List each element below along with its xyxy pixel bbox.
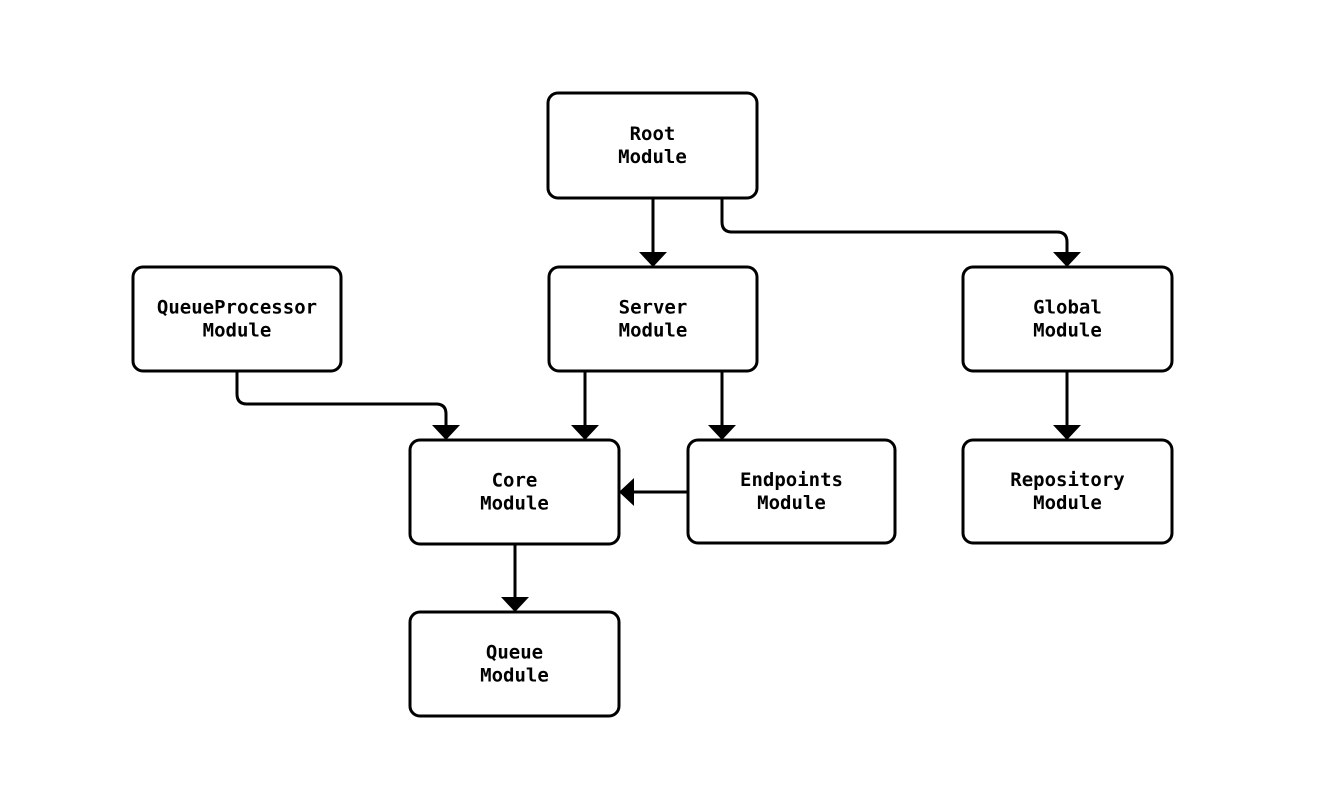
edge-root-to-server <box>639 198 667 267</box>
arrowhead-icon <box>1053 425 1081 440</box>
node-global-box <box>961 265 1174 373</box>
arrowhead-icon <box>619 478 634 506</box>
node-root-box <box>546 91 759 200</box>
node-repository-box <box>961 438 1174 545</box>
edge-root-to-global <box>720 198 1081 267</box>
edge-line-queueprocessor-to-core <box>235 371 448 425</box>
edge-line-root-to-global <box>720 198 1069 252</box>
edge-server-to-core <box>571 371 599 440</box>
edge-server-to-endpoints <box>708 371 736 440</box>
node-queueprocessor-box <box>131 265 343 373</box>
node-endpoints-box <box>686 438 897 545</box>
arrowhead-icon <box>1053 252 1081 267</box>
node-core-box <box>408 438 621 546</box>
arrowhead-icon <box>571 425 599 440</box>
arrowhead-icon <box>639 252 667 267</box>
arrowhead-icon <box>432 425 460 440</box>
edge-global-to-repository <box>1053 371 1081 440</box>
node-server-box <box>547 265 759 373</box>
arrowhead-icon <box>501 597 529 612</box>
node-queue-box <box>408 610 621 718</box>
arrowhead-icon <box>708 425 736 440</box>
edge-queueprocessor-to-core <box>235 371 460 440</box>
edge-endpoints-to-core <box>619 478 688 506</box>
edge-core-to-queue <box>501 544 529 612</box>
